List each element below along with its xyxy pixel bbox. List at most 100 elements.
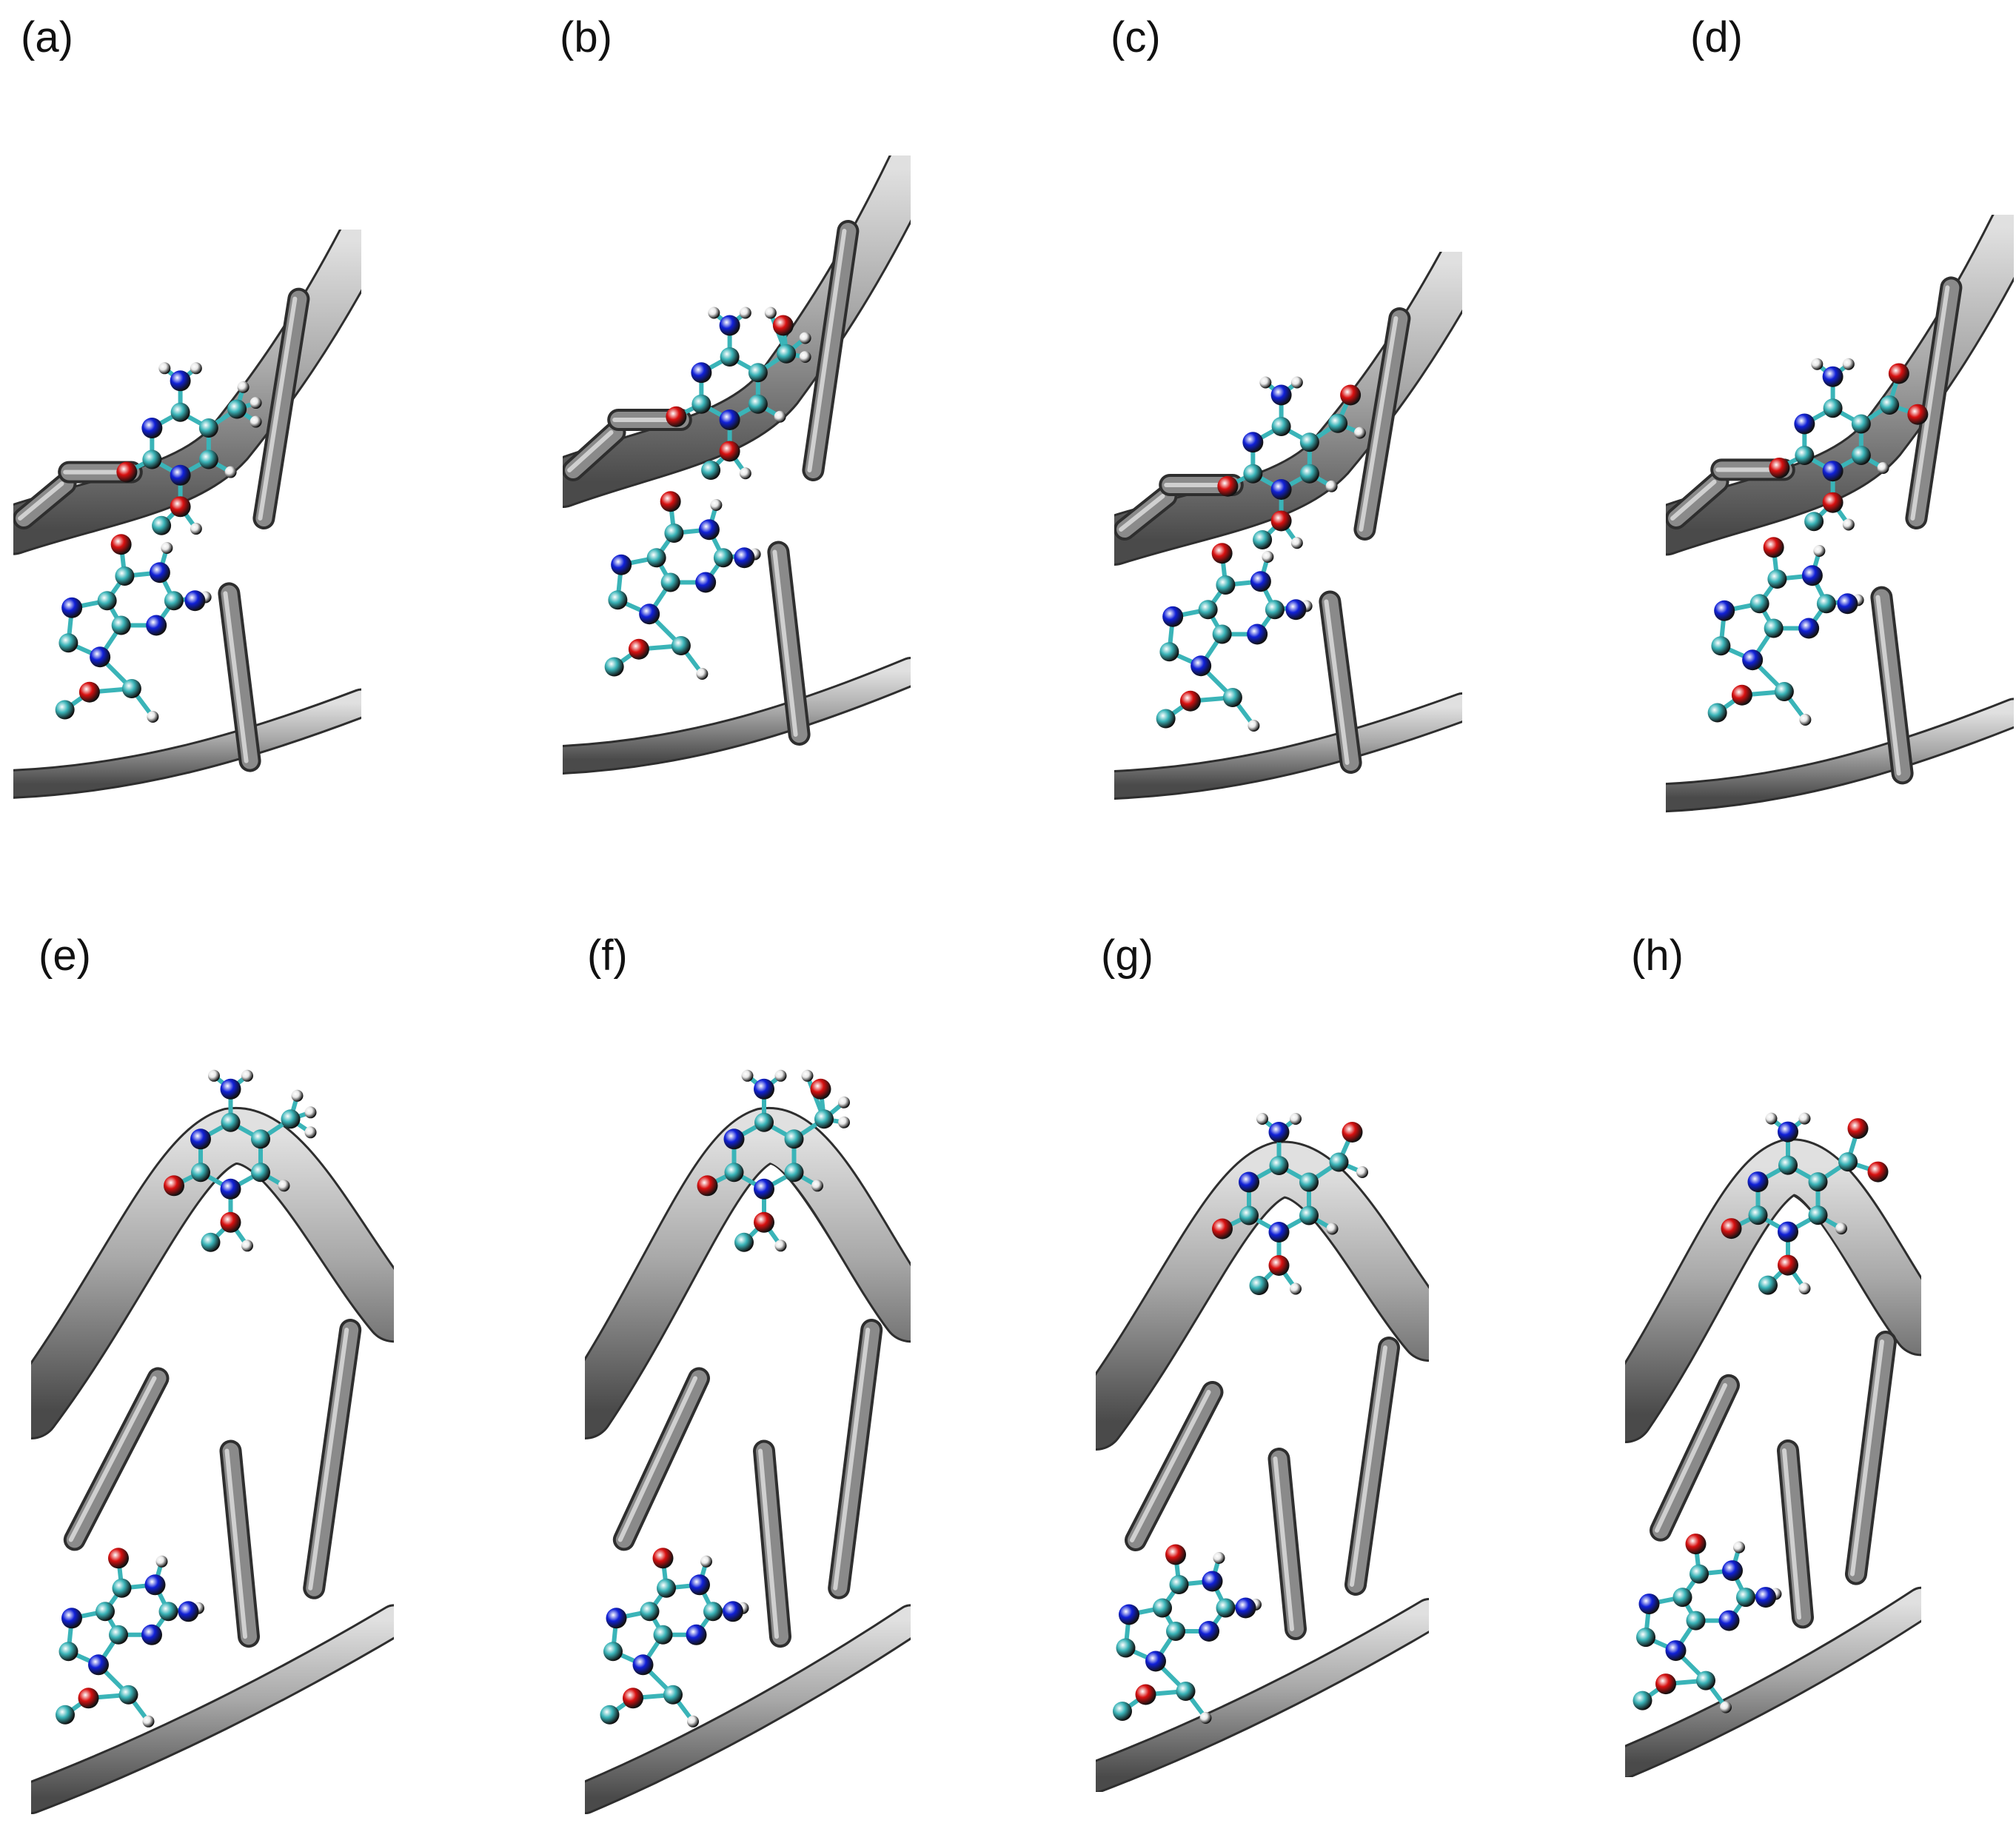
panel-b-backbone-strand-2 [563, 659, 911, 772]
panel-d-atom-7 [1822, 366, 1843, 387]
panel-b-atom-10 [774, 410, 786, 423]
panel-d-atom-1 [1794, 413, 1815, 435]
panel-g-pair-atom-5 [1153, 1598, 1172, 1618]
panel-c-pair-atom-15 [1248, 720, 1260, 732]
panel-h-atom-4 [1808, 1205, 1828, 1225]
panel-d-pair-atom-4 [1764, 618, 1784, 638]
panel-a-atom-16 [237, 381, 250, 393]
panel-b-pair-atom-12 [628, 638, 649, 660]
panel-h-atom-5 [1778, 1221, 1798, 1243]
panel-g-pair-atom-6 [1119, 1604, 1139, 1625]
panel-c-atom-4 [1299, 464, 1319, 484]
panel-c-pair-atom-14 [1156, 709, 1176, 729]
panel-b-pair-atom-0 [664, 524, 684, 543]
panel-a-pair-atom-0 [115, 566, 135, 586]
panel-c-atom-2 [1271, 417, 1291, 436]
panel-f-pair-atom-7 [603, 1642, 623, 1662]
panel-d-pair-atom-13 [1774, 682, 1794, 701]
panel-f-pair-atom-14 [600, 1705, 620, 1725]
panel-e-backbone-loop [31, 1109, 394, 1437]
panel-label-f: (f) [587, 932, 628, 980]
panel-b-atom-3 [748, 363, 768, 383]
panel-c-pair-atom-11 [1262, 551, 1274, 563]
panel-e-pair-atom-7 [58, 1642, 78, 1662]
panel-e-atom-10 [278, 1180, 290, 1192]
panel-c-pair-atom-9 [1211, 543, 1233, 564]
panel-g-atom-14 [1290, 1282, 1302, 1295]
panel-c-atom-3 [1299, 432, 1319, 452]
panel-f-pair-atom-6 [606, 1608, 627, 1629]
panel-h-pair-atom-7 [1636, 1628, 1655, 1648]
panel-e-pair-atom-8 [88, 1654, 109, 1676]
panel-g-atom-10 [1326, 1223, 1339, 1235]
panel-f-pair-atom-5 [640, 1602, 660, 1622]
panel-label-e: (e) [38, 932, 91, 980]
panel-f-atom-7 [754, 1078, 774, 1100]
panel-f-stick-2 [831, 1322, 880, 1596]
panel-d-pair-atom-11 [1813, 545, 1826, 557]
panel-e-atom-9 [241, 1069, 253, 1082]
panel-c-atom-7 [1270, 384, 1292, 406]
panel-g-atom-6 [1212, 1218, 1233, 1240]
panel-b-atom-9 [739, 307, 751, 319]
panel-f-atom-5 [754, 1178, 774, 1200]
panel-c-atom-14 [1290, 537, 1303, 549]
panel-h-pair-atom-1 [1722, 1560, 1743, 1582]
panel-f-atom-9 [774, 1069, 787, 1082]
panel-c-pair-atom-4 [1212, 624, 1232, 644]
panel-c-atom-1 [1242, 432, 1264, 453]
panel-g-atom-7 [1268, 1122, 1290, 1143]
panel-b-atom-4 [748, 394, 768, 414]
panel-b-image [563, 155, 911, 785]
panel-f-atom-6 [697, 1175, 718, 1197]
panel-h-pair-atom-14 [1632, 1690, 1652, 1710]
panel-e-atom-0 [191, 1163, 210, 1183]
panel-g-atom-0 [1239, 1205, 1259, 1225]
panel-f-atom-8 [741, 1069, 754, 1082]
panel-g-pair-atom-15 [1199, 1712, 1212, 1724]
panel-f-backbone-strand-2 [585, 1606, 911, 1813]
panel-f-pair-atom-3 [686, 1624, 707, 1645]
panel-e-atom-13 [201, 1232, 221, 1252]
panel-h-atom-1 [1747, 1171, 1769, 1193]
panel-h-pair-atom-9 [1685, 1534, 1707, 1555]
panel-a-atom-5 [170, 464, 191, 486]
panel-g-pair-atom-3 [1199, 1621, 1219, 1642]
panel-b-atom-5 [719, 409, 740, 430]
panel-g-pair-atom-7 [1116, 1638, 1136, 1658]
panel-a-pair-amine [184, 590, 206, 612]
panel-e-pair-atom-2 [158, 1602, 178, 1622]
panel-e-atom-2 [221, 1112, 241, 1132]
panel-d-atom-12 [1822, 492, 1843, 513]
panel-e-pair-atom-11 [155, 1555, 168, 1568]
panel-h-pair-amine [1755, 1587, 1776, 1608]
panel-b-svg [563, 155, 911, 775]
panel-a-pair-atom-9 [110, 534, 132, 555]
panel-c-atom-13 [1253, 530, 1273, 549]
panel-d-pair-atom-14 [1707, 703, 1727, 723]
panel-a-pair-atom-13 [121, 679, 141, 698]
panel-e-pair-atom-0 [112, 1578, 132, 1598]
panel-g-pair-atom-1 [1202, 1571, 1223, 1592]
panel-c-atom-15 [1340, 384, 1362, 406]
panel-a-atom-4 [198, 449, 218, 469]
panel-label-a: (a) [21, 13, 73, 61]
panel-f-pair-atom-15 [687, 1715, 699, 1728]
panel-f-pair-atom-9 [652, 1548, 674, 1569]
panel-g-pair-atom-4 [1166, 1622, 1185, 1641]
panel-c-stick-3 [1356, 310, 1408, 538]
panel-a-pair-atom-8 [90, 646, 111, 668]
panel-c-pair-atom-0 [1216, 575, 1236, 595]
panel-d-pair-atom-5 [1749, 594, 1769, 614]
panel-e-atom-4 [251, 1163, 270, 1183]
panel-d-atom-8 [1811, 358, 1824, 370]
panel-g-image [1096, 1051, 1429, 1792]
panel-d-atom-15 [1888, 363, 1909, 384]
panel-label-h: (h) [1631, 932, 1684, 980]
panel-a-atom-10 [224, 466, 237, 478]
panel-d-stick-4 [1873, 589, 1911, 782]
panel-c-atom-9 [1290, 376, 1303, 389]
panel-a-atom-8 [158, 362, 171, 375]
panel-a-atom-3 [198, 418, 218, 438]
panel-e-stick-3 [222, 1442, 257, 1645]
